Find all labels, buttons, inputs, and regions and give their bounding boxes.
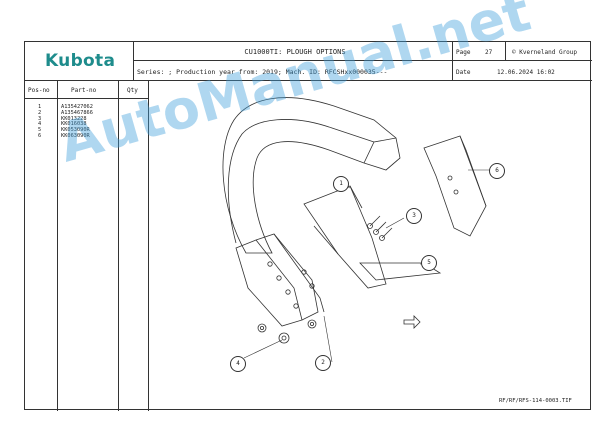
col-divider-1 bbox=[57, 80, 58, 411]
table-row: 2 bbox=[38, 109, 42, 116]
bolt-group bbox=[367, 215, 393, 241]
right-plate-hole bbox=[447, 175, 453, 181]
right-plate-hole bbox=[453, 189, 459, 195]
callout-3: 3 bbox=[406, 208, 422, 224]
direction-arrow-icon bbox=[403, 315, 421, 329]
page-title: CU1000TI: PLOUGH OPTIONS bbox=[244, 48, 346, 56]
exploded-view-drawing bbox=[222, 97, 494, 363]
table-row: 6 bbox=[38, 132, 42, 139]
page-number: 27 bbox=[485, 49, 493, 56]
table-row: KK013228 bbox=[61, 115, 87, 122]
right-plate bbox=[423, 135, 487, 237]
part-column: A135427062 A135467866 KK013228 KK016038 … bbox=[61, 104, 93, 140]
column-header-pos: Pos-no bbox=[28, 87, 50, 94]
drawing-area-divider bbox=[148, 80, 149, 411]
frame-tube-edge bbox=[363, 137, 401, 171]
callout-4: 4 bbox=[230, 356, 246, 372]
table-row: KK063090R bbox=[61, 132, 90, 139]
leader-lines bbox=[243, 169, 494, 363]
table-row: KK016038 bbox=[61, 121, 87, 128]
moldboard-extension bbox=[303, 185, 387, 289]
table-row: 5 bbox=[38, 127, 42, 134]
col-divider-2 bbox=[118, 80, 119, 411]
drawing-reference: RF/RF/RFS-114-0003.TIF bbox=[499, 398, 572, 404]
table-row: 4 bbox=[38, 121, 42, 128]
logo-divider bbox=[133, 42, 134, 80]
table-header-line bbox=[25, 98, 148, 99]
callout-6: 6 bbox=[489, 163, 505, 179]
header-divider bbox=[133, 60, 592, 61]
kubota-logo: Kubota bbox=[45, 51, 116, 71]
frame-tube-inner bbox=[227, 119, 375, 244]
moldboard-extension-edge bbox=[313, 185, 363, 255]
mounting-strip bbox=[273, 233, 325, 313]
column-header-qty: Qty bbox=[127, 87, 138, 94]
right-plate-edge bbox=[459, 135, 487, 207]
table-row: A135467866 bbox=[61, 109, 93, 116]
nuts-group bbox=[257, 319, 317, 344]
callout-1: 1 bbox=[333, 176, 349, 192]
copyright-text: © Kverneland Group bbox=[512, 49, 578, 56]
header-bottom-line bbox=[25, 80, 592, 81]
table-row: 1 bbox=[38, 104, 42, 110]
mounting-plate-side bbox=[255, 233, 319, 321]
pos-column: 1 2 3 4 5 6 bbox=[38, 104, 42, 140]
bolt-holes bbox=[267, 261, 315, 309]
parts-sheet: Kubota CU1000TI: PLOUGH OPTIONS Page 27 … bbox=[24, 41, 592, 411]
date-value: 12.06.2024 16:02 bbox=[497, 69, 555, 76]
callout-5: 5 bbox=[421, 255, 437, 271]
table-row: A135427062 bbox=[61, 104, 93, 110]
table-row: KK053090R bbox=[61, 127, 90, 134]
page-cell-divider bbox=[452, 42, 453, 80]
blade-part bbox=[359, 262, 442, 281]
callout-2: 2 bbox=[315, 355, 331, 371]
pagenum-divider bbox=[505, 42, 506, 60]
table-row: 3 bbox=[38, 115, 42, 122]
date-label: Date bbox=[456, 69, 471, 76]
column-header-part: Part-no bbox=[71, 87, 97, 94]
series-line: Series: ; Production year from: 2019; Ma… bbox=[137, 68, 388, 76]
page-label: Page bbox=[456, 49, 471, 56]
